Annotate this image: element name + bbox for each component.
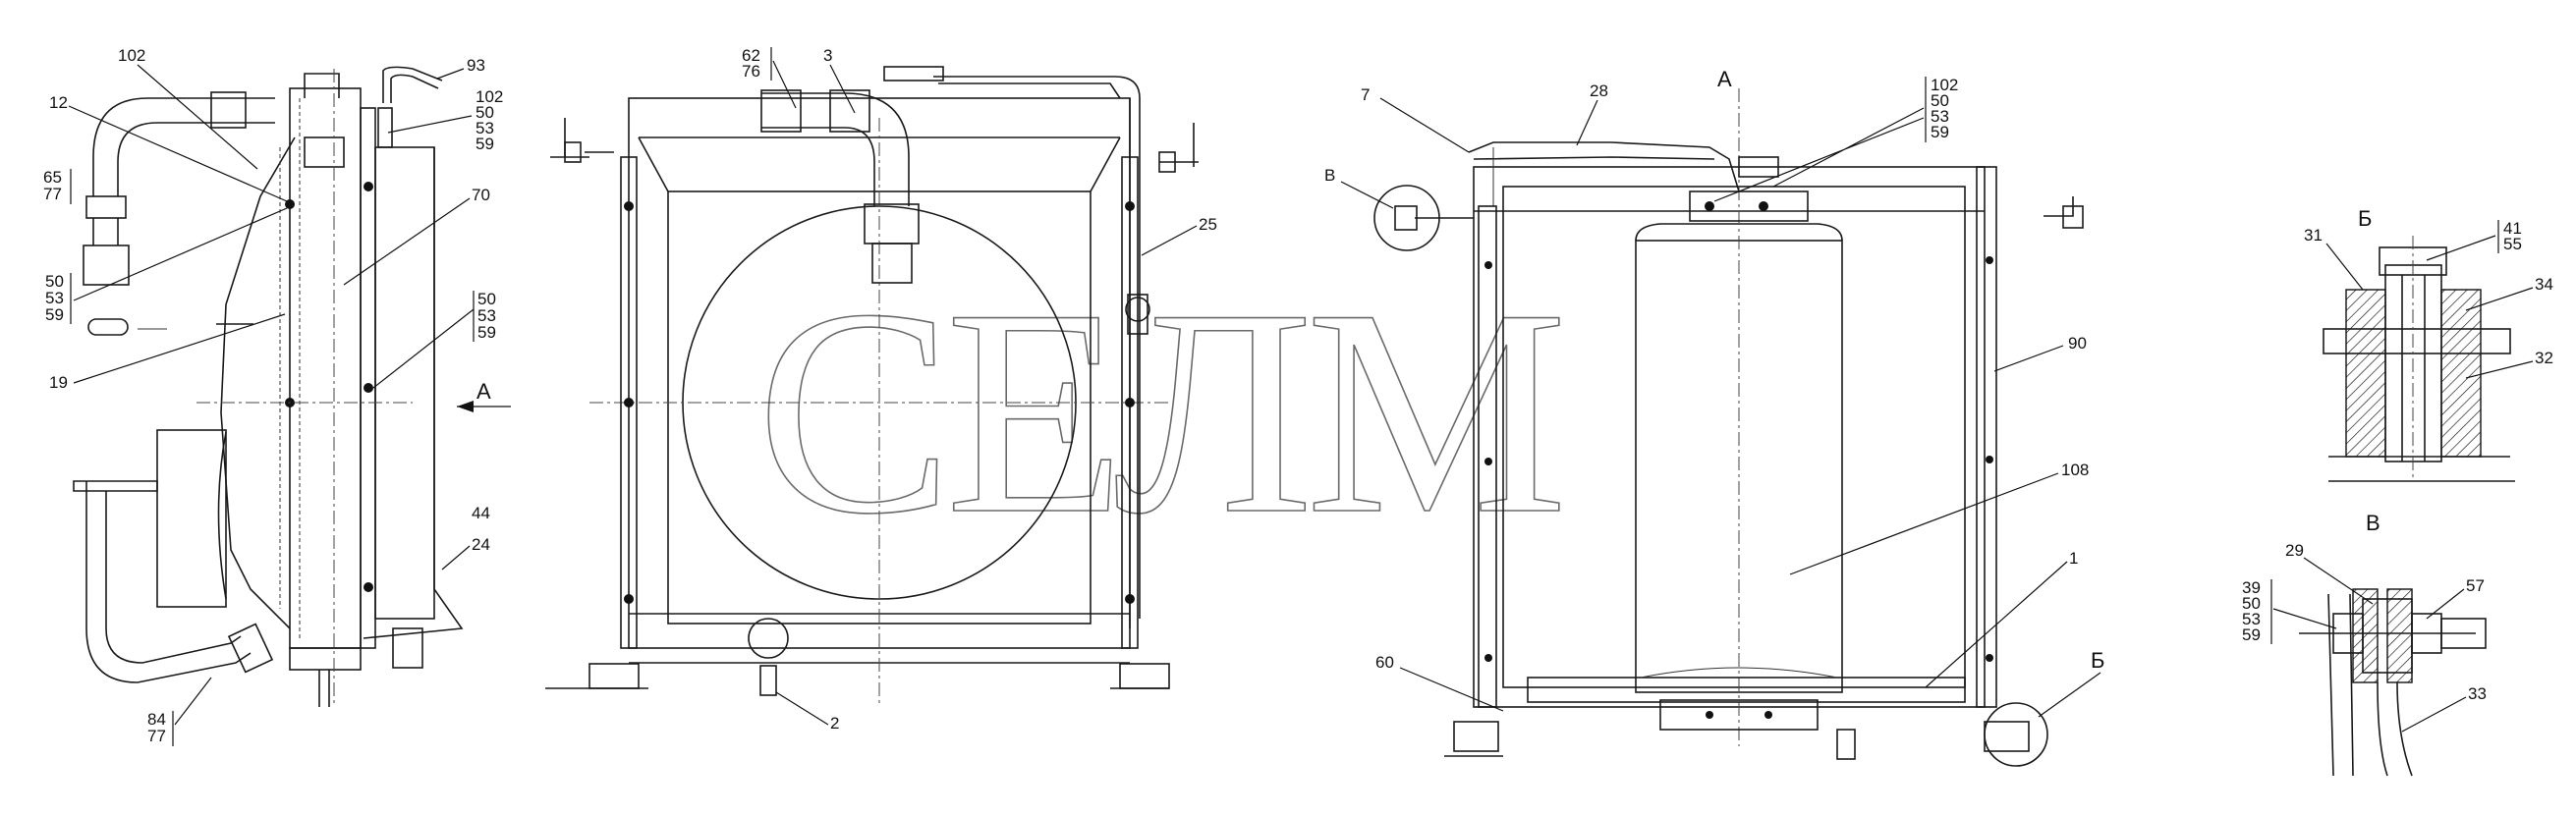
front-view (545, 66, 1199, 707)
callout-53-e: 53 (1931, 107, 1949, 126)
callout-3: 3 (823, 46, 832, 65)
callout-60: 60 (1375, 653, 1394, 672)
callout-7: 7 (1361, 85, 1370, 104)
callout-65: 65 (43, 168, 62, 187)
view-a-callouts: 7 28 В 102 50 53 59 90 108 1 60 Б (1324, 76, 2104, 718)
callout-2: 2 (830, 714, 839, 733)
callout-41: 41 (2503, 219, 2522, 238)
side-view-callouts: 102 93 12 102 50 53 59 65 77 70 50 53 59… (43, 46, 503, 746)
callout-39: 39 (2242, 578, 2261, 597)
callout-77-b: 77 (147, 727, 166, 745)
callout-77: 77 (43, 185, 62, 203)
front-view-callouts: 62 76 3 25 2 (742, 46, 1217, 733)
callout-59-d: 59 (477, 323, 496, 342)
callout-50-f: 50 (2242, 594, 2261, 613)
callout-33: 33 (2468, 684, 2487, 703)
callout-24: 24 (472, 535, 490, 554)
callout-55: 55 (2503, 235, 2522, 253)
callout-57: 57 (2466, 576, 2485, 595)
callout-50-e: 50 (1931, 91, 1949, 110)
callout-70: 70 (472, 186, 490, 204)
callout-34: 34 (2535, 275, 2553, 294)
callout-102: 102 (118, 46, 145, 65)
callout-59-b: 59 (476, 135, 494, 153)
callout-53-d: 53 (477, 306, 496, 325)
callout-93: 93 (467, 56, 485, 75)
callout-detail-v-ref: В (1324, 166, 1335, 185)
callout-59-f: 59 (2242, 625, 2261, 644)
view-a-title: А (1717, 67, 1732, 91)
callout-50-c: 50 (45, 272, 64, 291)
callout-50-b: 50 (476, 103, 494, 122)
callout-84: 84 (147, 710, 166, 729)
callout-53-c: 53 (45, 289, 64, 307)
watermark-text: СЕЛМ (756, 248, 1563, 574)
callout-90: 90 (2068, 334, 2087, 353)
callout-19: 19 (49, 373, 68, 392)
callout-1: 1 (2069, 549, 2078, 568)
detail-b-callouts: 31 41 55 34 32 (2304, 219, 2553, 379)
detail-b: Б (2323, 206, 2515, 482)
callout-44: 44 (472, 504, 490, 522)
callout-25: 25 (1199, 215, 1217, 234)
detail-b-title: Б (2358, 206, 2372, 231)
callout-59-e: 59 (1931, 123, 1949, 141)
side-view (73, 66, 511, 707)
callout-detail-b-ref: Б (2091, 648, 2104, 673)
callout-62: 62 (742, 46, 760, 65)
callout-102-b: 102 (476, 87, 503, 106)
callout-31: 31 (2304, 226, 2323, 244)
callout-32: 32 (2535, 349, 2553, 367)
callout-28: 28 (1590, 82, 1608, 100)
detail-v: В (2299, 511, 2487, 777)
callout-108: 108 (2061, 461, 2089, 479)
callout-102-e: 102 (1931, 76, 1958, 94)
detail-v-callouts: 29 57 39 50 53 59 33 (2242, 541, 2487, 733)
section-arrow-a-label: А (476, 379, 491, 404)
callout-76: 76 (742, 62, 760, 81)
callout-53-f: 53 (2242, 610, 2261, 628)
callout-53-b: 53 (476, 119, 494, 137)
callout-29: 29 (2285, 541, 2304, 560)
callout-50-d: 50 (477, 290, 496, 308)
callout-59-c: 59 (45, 305, 64, 324)
callout-12: 12 (49, 93, 68, 112)
view-a: А (1373, 67, 2084, 767)
detail-v-title: В (2366, 511, 2380, 535)
